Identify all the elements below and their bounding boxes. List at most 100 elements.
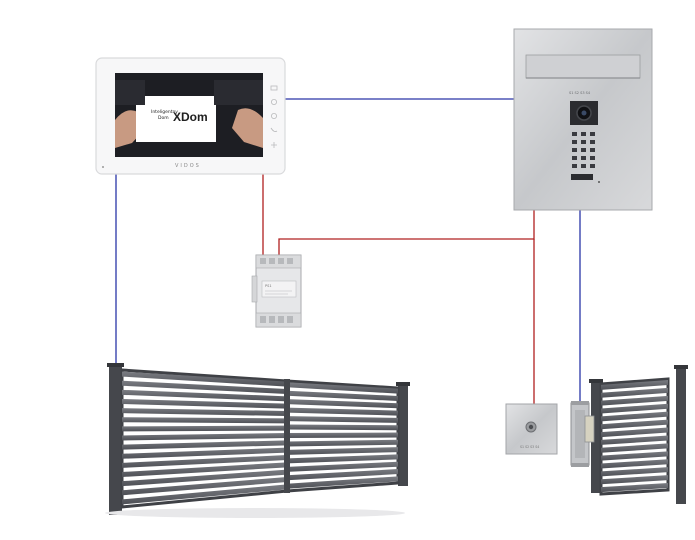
- gate-slat: [287, 407, 398, 416]
- gate-slat: [601, 387, 668, 398]
- psu-label: PS1: [265, 284, 272, 288]
- gate-slat: [122, 469, 287, 487]
- gate-slat: [287, 432, 398, 438]
- gate-slat: [287, 416, 398, 423]
- gate-slat: [287, 454, 398, 464]
- gate-slat: [601, 459, 668, 469]
- main-gate: [105, 363, 410, 518]
- power-wire-psu-station: [278, 210, 535, 255]
- keypad-key[interactable]: [590, 164, 595, 168]
- strike-latch: [584, 415, 595, 443]
- keypad-key[interactable]: [581, 132, 586, 136]
- gate-slat: [287, 439, 398, 447]
- keypad-key[interactable]: [590, 148, 595, 152]
- gate-post-right: [398, 384, 408, 486]
- menu-icon[interactable]: [270, 85, 278, 91]
- video-monitor[interactable]: Inteligentny Dom XDom VIDOS: [95, 57, 286, 175]
- exit-button[interactable]: S1 S2 S3 S4: [505, 403, 558, 455]
- wicket-gate: [589, 365, 688, 504]
- gate-slat: [122, 417, 287, 424]
- psu-bottom-terminals: [260, 316, 293, 323]
- mail-slot: [525, 54, 641, 79]
- door-station[interactable]: S1 S2 S3 S4: [513, 28, 653, 211]
- psu-terminal: [287, 316, 293, 323]
- gate-slat: [601, 403, 668, 414]
- gate-slat: [287, 461, 398, 472]
- keypad-key[interactable]: [581, 140, 586, 144]
- gate-slat: [287, 469, 398, 481]
- monitor-view-icon[interactable]: [270, 113, 277, 120]
- keypad-key[interactable]: [572, 156, 577, 160]
- gate-slat: [287, 399, 398, 409]
- gate-slat: [122, 425, 287, 432]
- electric-strike: [570, 401, 595, 467]
- power-supply: PS1: [251, 254, 302, 328]
- station-led: [598, 181, 600, 183]
- brand-line1: Inteligentny: [151, 109, 178, 115]
- gate-slat: [122, 371, 287, 387]
- gate-slat: [122, 462, 287, 478]
- keypad-key[interactable]: [590, 156, 595, 160]
- gate-slat: [122, 433, 287, 441]
- gate-slat: [287, 390, 398, 401]
- brand-line2: Dom: [158, 115, 169, 121]
- gate-slat: [122, 447, 287, 459]
- psu-terminal: [269, 316, 275, 323]
- monitor-led: [102, 166, 104, 168]
- gate-slat: [122, 440, 287, 450]
- gate-slat: [601, 475, 668, 485]
- monitor-control-icons[interactable]: [270, 85, 278, 148]
- keypad-key[interactable]: [581, 148, 586, 152]
- gate-slat: [122, 408, 287, 416]
- keypad-key[interactable]: [572, 140, 577, 144]
- call-button[interactable]: [571, 174, 593, 180]
- gate-slat: [601, 411, 668, 422]
- psu-terminal: [260, 316, 266, 323]
- station-model-label: S1 S2 S3 S4: [569, 91, 591, 95]
- gate-slat: [122, 398, 287, 409]
- wicket-leaf: [599, 377, 670, 496]
- gate-slat: [601, 451, 668, 461]
- gate-slat: [122, 389, 287, 402]
- gate-slat: [122, 380, 287, 394]
- gate-slat: [601, 435, 668, 445]
- keypad-key[interactable]: [572, 148, 577, 152]
- psu-terminal: [287, 258, 293, 264]
- gate-left-leaf: [120, 368, 289, 509]
- gate-slat: [601, 483, 668, 493]
- gate-slat: [122, 484, 287, 505]
- psu-terminal: [260, 258, 266, 264]
- gate-slat: [601, 427, 668, 438]
- keypad-key[interactable]: [572, 164, 577, 168]
- psu-terminal: [269, 258, 275, 264]
- gate-slat: [601, 379, 668, 390]
- psu-top-terminals: [260, 258, 293, 264]
- gate-slat: [601, 443, 668, 453]
- gate-slat: [287, 447, 398, 455]
- screen-image: [115, 73, 263, 157]
- keypad-key[interactable]: [590, 132, 595, 136]
- exit-button-model-label: S1 S2 S3 S4: [520, 445, 539, 449]
- keypad[interactable]: [572, 132, 595, 168]
- keypad-key[interactable]: [590, 140, 595, 144]
- gate-slat: [601, 419, 668, 430]
- power-icon[interactable]: [270, 99, 277, 106]
- gate-slat: [287, 382, 398, 394]
- monitor-brand-name: VIDOS: [175, 163, 201, 169]
- gate-right-leaf: [284, 379, 400, 493]
- gate-slat: [287, 424, 398, 431]
- keypad-key[interactable]: [581, 164, 586, 168]
- gate-center-stile: [284, 379, 290, 493]
- unlock-icon[interactable]: [271, 142, 277, 148]
- call-icon[interactable]: [270, 127, 278, 133]
- gate-slat: [601, 395, 668, 406]
- gate-slat: [122, 455, 287, 468]
- wiring: [115, 98, 581, 404]
- wicket-post-right: [676, 367, 686, 504]
- keypad-key[interactable]: [572, 132, 577, 136]
- gate-slat: [122, 477, 287, 496]
- wicket-post-left: [591, 381, 601, 493]
- keypad-key[interactable]: [581, 156, 586, 160]
- psu-label-plate: [261, 280, 297, 298]
